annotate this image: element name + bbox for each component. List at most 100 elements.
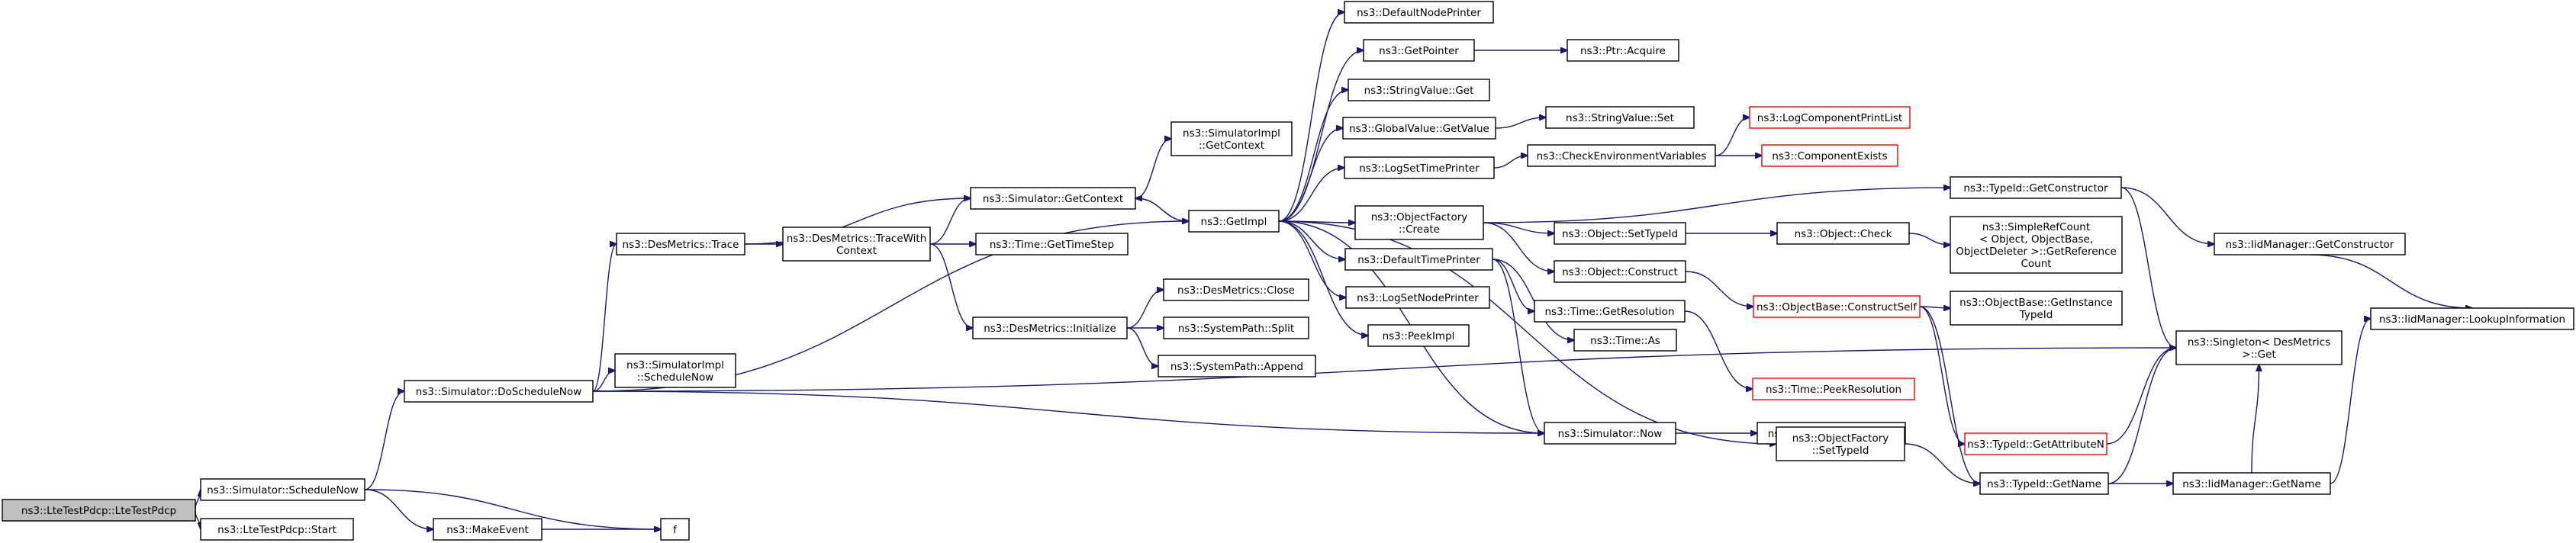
node-box bbox=[1776, 222, 1910, 245]
node-get-impl[interactable]: ns3::GetImpl bbox=[1188, 210, 1280, 233]
node-box bbox=[1950, 176, 2122, 199]
node-make-event[interactable]: ns3::MakeEvent bbox=[433, 518, 543, 541]
node-log-comp-print-list[interactable]: ns3::LogComponentPrintList bbox=[1749, 106, 1911, 129]
edge-des-trace-with-to-des-init bbox=[929, 243, 973, 328]
node-obj-check[interactable]: ns3::Object::Check bbox=[1776, 222, 1910, 245]
node-box bbox=[660, 518, 690, 541]
node-box bbox=[1170, 121, 1293, 156]
node-sim-impl-get-context[interactable]: ns3::SimulatorImpl::GetContext bbox=[1170, 121, 1293, 156]
node-obj-construct[interactable]: ns3::Object::Construct bbox=[1554, 260, 1686, 283]
node-gv-get-value[interactable]: ns3::GlobalValue::GetValue bbox=[1342, 117, 1496, 140]
node-box bbox=[1761, 144, 1898, 167]
node-sp-append[interactable]: ns3::SystemPath::Append bbox=[1158, 355, 1316, 378]
node-sp-split[interactable]: ns3::SystemPath::Split bbox=[1163, 316, 1309, 339]
node-schedule-now[interactable]: ns3::Simulator::ScheduleNow bbox=[200, 478, 365, 501]
node-ob-construct-self[interactable]: ns3::ObjectBase::ConstructSelf bbox=[1753, 295, 1921, 318]
node-get-context[interactable]: ns3::Simulator::GetContext bbox=[970, 187, 1136, 210]
node-label: ns3::LogSetNodePrinter bbox=[1357, 292, 1479, 304]
node-str-val-set[interactable]: ns3::StringValue::Set bbox=[1545, 106, 1695, 129]
node-box bbox=[1573, 329, 1677, 352]
node-time-peek-resolution[interactable]: ns3::Time::PeekResolution bbox=[1752, 378, 1915, 400]
node-box bbox=[1776, 426, 1905, 461]
node-box bbox=[1964, 432, 2107, 455]
node-time-get-time-step[interactable]: ns3::Time::GetTimeStep bbox=[975, 233, 1129, 255]
node-tid-get-name[interactable]: ns3::TypeId::GetName bbox=[1979, 472, 2109, 495]
edge-def-time-printer-to-sim-now bbox=[1492, 259, 1544, 433]
node-box bbox=[1567, 39, 1679, 62]
node-iid-get-name[interactable]: ns3::IidManager::GetName bbox=[2172, 472, 2331, 495]
node-box bbox=[1752, 378, 1915, 400]
node-iid-get-constructor[interactable]: ns3::IidManager::GetConstructor bbox=[2214, 233, 2406, 255]
node-label: ns3::ObjectBase::GetInstance bbox=[1959, 297, 2113, 309]
node-ptr-acquire[interactable]: ns3::Ptr::Acquire bbox=[1567, 39, 1679, 62]
node-of-create[interactable]: ns3::ObjectFactory::Create bbox=[1354, 205, 1484, 240]
node-box bbox=[1344, 248, 1493, 271]
edge-of-create-to-obj-set-type-id bbox=[1483, 222, 1554, 233]
edge-obj-construct-to-ob-construct-self bbox=[1685, 271, 1753, 307]
node-f[interactable]: f bbox=[660, 518, 690, 541]
node-iid-lookup[interactable]: ns3::IidManager::LookupInformation bbox=[2370, 307, 2574, 330]
node-check-env[interactable]: ns3::CheckEnvironmentVariables bbox=[1527, 144, 1716, 167]
node-def-time-printer[interactable]: ns3::DefaultTimePrinter bbox=[1344, 248, 1493, 271]
node-label: ns3::DesMetrics::Trace bbox=[623, 239, 739, 251]
node-des-init[interactable]: ns3::DesMetrics::Initialize bbox=[972, 316, 1128, 339]
node-peek-impl[interactable]: ns3::PeekImpl bbox=[1367, 324, 1470, 347]
node-box bbox=[1163, 278, 1309, 301]
node-log-set-node-printer[interactable]: ns3::LogSetNodePrinter bbox=[1345, 286, 1490, 309]
edge-tid-get-attribute-n-to-singleton-get bbox=[2106, 348, 2176, 445]
node-sim-impl-schedule-now[interactable]: ns3::SimulatorImpl::ScheduleNow bbox=[614, 353, 736, 388]
node-comp-exists[interactable]: ns3::ComponentExists bbox=[1761, 144, 1898, 167]
node-label: ns3::LogSetTimePrinter bbox=[1359, 162, 1480, 175]
node-get-pointer[interactable]: ns3::GetPointer bbox=[1363, 39, 1475, 62]
edge-def-time-printer-to-time-get-resolution bbox=[1492, 259, 1534, 311]
node-label: Count bbox=[2021, 258, 2051, 270]
node-root[interactable]: ns3::LteTestPdcp::LteTestPdcp bbox=[2, 499, 196, 522]
node-label: ns3::Ptr::Acquire bbox=[1580, 45, 1666, 57]
node-des-close[interactable]: ns3::DesMetrics::Close bbox=[1163, 278, 1309, 301]
node-box bbox=[1354, 205, 1484, 240]
edge-get-impl-to-def-node-printer bbox=[1278, 12, 1344, 222]
node-label: ns3::ObjectFactory bbox=[1792, 432, 1889, 445]
node-label: ns3::SimulatorImpl bbox=[626, 359, 724, 371]
edge-get-impl-to-peek-impl bbox=[1278, 220, 1368, 336]
node-do-schedule-now[interactable]: ns3::Simulator::DoScheduleNow bbox=[404, 380, 594, 403]
node-str-val-get[interactable]: ns3::StringValue::Get bbox=[1348, 79, 1490, 101]
node-des-trace[interactable]: ns3::DesMetrics::Trace bbox=[616, 233, 745, 255]
node-label: ns3::StringValue::Set bbox=[1566, 112, 1674, 124]
node-tid-get-constructor[interactable]: ns3::TypeId::GetConstructor bbox=[1950, 176, 2122, 199]
node-label: ns3::Object::Check bbox=[1795, 228, 1892, 240]
edges bbox=[195, 12, 2472, 529]
node-obj-set-type-id[interactable]: ns3::Object::SetTypeId bbox=[1554, 222, 1686, 245]
node-label: ns3::SimpleRefCount bbox=[1982, 221, 2090, 233]
node-box bbox=[616, 233, 745, 255]
node-box bbox=[2214, 233, 2406, 255]
edge-des-init-to-des-close bbox=[1126, 290, 1164, 329]
node-box bbox=[972, 316, 1128, 339]
node-box bbox=[1545, 106, 1695, 129]
node-time-as[interactable]: ns3::Time::As bbox=[1573, 329, 1677, 352]
node-label: < Object, ObjectBase, bbox=[1979, 233, 2093, 246]
node-time-get-resolution[interactable]: ns3::Time::GetResolution bbox=[1534, 300, 1686, 323]
node-start[interactable]: ns3::LteTestPdcp::Start bbox=[200, 518, 354, 541]
node-box bbox=[1950, 291, 2123, 326]
node-label: ns3::DesMetrics::Initialize bbox=[984, 323, 1116, 335]
node-label: ns3::CheckEnvironmentVariables bbox=[1537, 150, 1707, 162]
node-def-node-printer[interactable]: ns3::DefaultNodePrinter bbox=[1344, 1, 1494, 24]
node-box bbox=[200, 518, 354, 541]
edge-get-impl-to-gv-get-value bbox=[1278, 128, 1343, 222]
edge-iid-get-name-to-singleton-get bbox=[2251, 365, 2259, 474]
edge-get-impl-to-def-time-printer bbox=[1278, 220, 1345, 259]
node-of-set-type-id[interactable]: ns3::ObjectFactory::SetTypeId bbox=[1776, 426, 1905, 461]
node-log-set-time-printer[interactable]: ns3::LogSetTimePrinter bbox=[1344, 156, 1495, 179]
node-label: ns3::DefaultTimePrinter bbox=[1357, 254, 1480, 266]
edge-ob-construct-self-to-tid-get-name bbox=[1919, 306, 1980, 484]
node-tid-get-attribute-n[interactable]: ns3::TypeId::GetAttributeN bbox=[1964, 432, 2107, 455]
node-simple-ref-count[interactable]: ns3::SimpleRefCount< Object, ObjectBase,… bbox=[1950, 216, 2123, 274]
node-label: ::ScheduleNow bbox=[637, 371, 714, 384]
node-singleton-get[interactable]: ns3::Singleton< DesMetrics>::Get bbox=[2175, 330, 2343, 365]
node-sim-now[interactable]: ns3::Simulator::Now bbox=[1544, 422, 1676, 445]
node-label: ns3::GetPointer bbox=[1379, 45, 1459, 57]
